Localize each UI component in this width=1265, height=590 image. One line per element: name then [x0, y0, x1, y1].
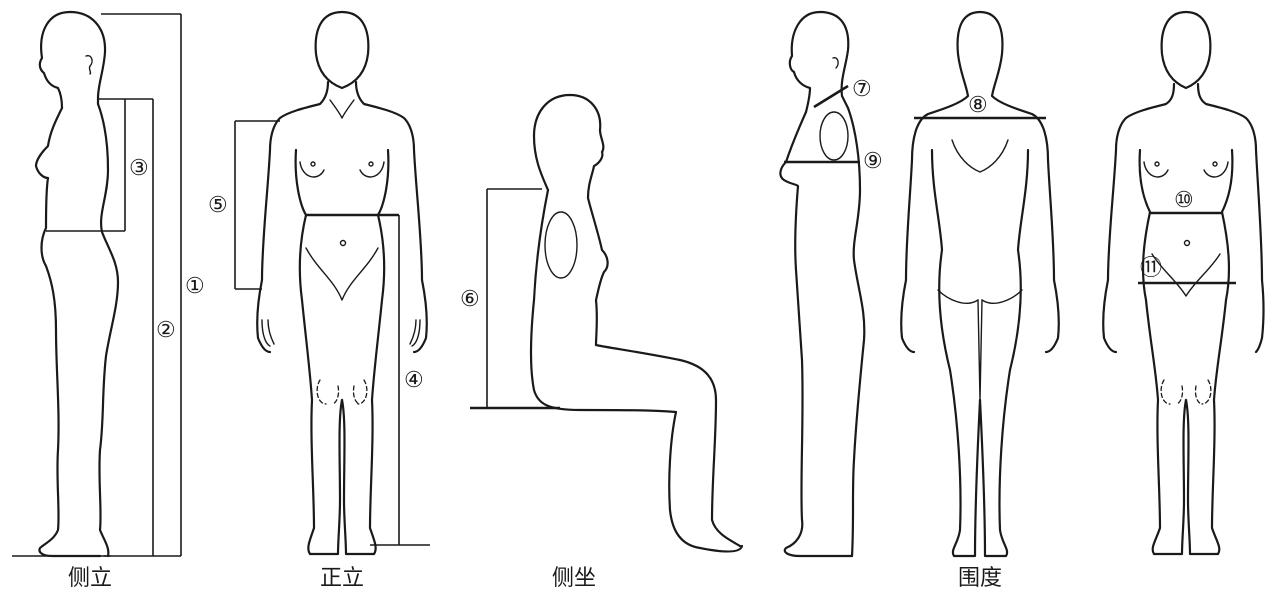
head-profile-girth — [790, 12, 820, 112]
body-back-girth — [848, 108, 864, 556]
nipple-left — [311, 162, 315, 166]
breasts-girth — [1144, 162, 1228, 177]
nipple-right — [369, 162, 373, 166]
right-arm-girth-front — [1198, 84, 1264, 352]
caption-front-standing: 正立 — [320, 566, 364, 590]
label-3: ③ — [129, 156, 149, 181]
back-seat-leg-sit — [531, 190, 742, 552]
chest-front-sit — [588, 198, 608, 345]
figure-front-standing: ⑤ ④ 正立 — [208, 12, 430, 590]
armhole-girth — [820, 112, 848, 160]
navel — [341, 241, 346, 246]
armhole-sit — [545, 212, 577, 278]
body-front-outline — [36, 108, 100, 556]
gluteal-cleft — [978, 300, 982, 400]
left-arm-girth-front — [1103, 84, 1174, 352]
shoulder-blades — [952, 140, 1008, 172]
collar — [330, 100, 354, 118]
label-11: ⑪ — [1140, 256, 1162, 281]
navel-girth — [1185, 241, 1190, 246]
buttocks — [938, 290, 1022, 303]
ear — [86, 56, 92, 74]
head-face-sit — [570, 95, 603, 198]
body-front-girth — [780, 112, 852, 556]
head-back-sit — [534, 95, 570, 190]
figure-side-sitting: ⑥ 侧坐 — [460, 95, 742, 590]
pelvis-lines — [306, 248, 378, 300]
label-9: ⑨ — [863, 149, 883, 174]
label-4: ④ — [404, 368, 424, 393]
thigh-shin-front-sit — [596, 345, 740, 546]
head-profile — [40, 12, 70, 108]
figure-girth-back: ⑧ 围度 — [901, 12, 1059, 590]
right-shoulder-arm — [356, 82, 427, 352]
breasts — [300, 162, 384, 177]
label-1: ① — [185, 274, 205, 299]
head — [316, 12, 369, 88]
left-leg-back — [932, 150, 980, 556]
head-girth-front — [1162, 12, 1211, 88]
body-back-outline — [98, 104, 118, 556]
nipple-right-girth — [1213, 162, 1217, 166]
left-body-leg — [296, 150, 342, 554]
figure-side-standing: ③ ① ② 侧立 — [12, 12, 205, 590]
left-shoulder-arm — [257, 82, 328, 352]
figure-girth-front: ⑩ ⑪ — [1103, 12, 1263, 554]
right-leg-back — [980, 150, 1028, 556]
ear-girth — [833, 58, 838, 68]
head-back — [70, 12, 105, 104]
label-5: ⑤ — [208, 193, 228, 218]
label-10: ⑩ — [1174, 188, 1194, 213]
caption-girth: 围度 — [958, 566, 1002, 590]
label-2: ② — [156, 318, 176, 343]
hands — [262, 320, 420, 346]
pelvis-lines-girth — [1152, 254, 1220, 296]
figure-girth-side: ⑦ ⑨ — [780, 12, 882, 556]
right-body-leg — [342, 150, 388, 554]
caption-side-sitting: 侧坐 — [552, 566, 596, 590]
caption-side-standing: 侧立 — [68, 566, 112, 590]
label-8: ⑧ — [968, 93, 988, 118]
nipple-left-girth — [1155, 162, 1159, 166]
label-7: ⑦ — [852, 77, 872, 102]
label-6: ⑥ — [460, 287, 480, 312]
